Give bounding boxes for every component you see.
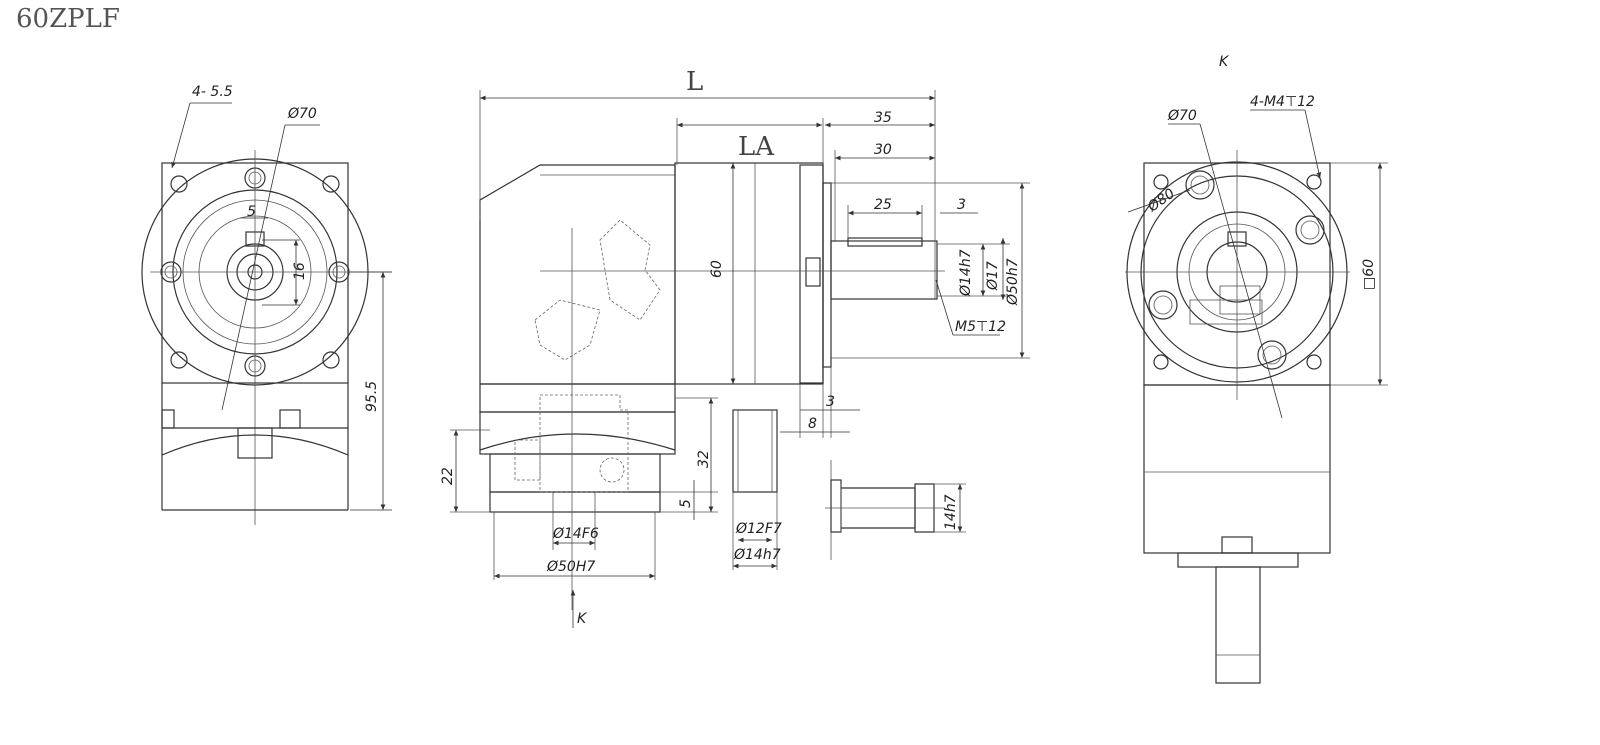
dim-3-top-label: 3 [957,197,966,213]
dia70-label-left: Ø70 [287,106,317,122]
dia17-label: Ø17 [985,261,1001,291]
key-height-label: 16 [292,262,308,280]
dim-32-label: 32 [696,450,712,468]
dia12f7-label: Ø12F7 [735,521,782,537]
dia50h7-label: Ø50h7 [1005,258,1021,306]
length-LA-label: LA [738,132,775,162]
dia80-label: Ø80 [1144,186,1178,216]
dia50H7-label: Ø50H7 [546,559,595,575]
dim-60-label: 60 [709,260,725,278]
k-view: K 4-M4⊤12 Ø70 Ø80 □60 [1125,54,1388,684]
view-k-bottom-label: K [577,611,588,627]
side-view: L LA 35 30 25 3 60 Ø14h7 Ø17 Ø50h7 M5⊤12… [440,67,1030,628]
dim-8-label: 8 [808,416,817,432]
dia14f6-label: Ø14F6 [552,526,599,542]
dim-5-label: 5 [678,499,694,508]
key-width-label: 5 [247,204,256,220]
shaft-14h7-label: 14h7 [943,494,959,530]
drawing-title: 60ZPLF [16,4,120,34]
height-95-label: 95.5 [364,381,380,412]
m5-thread-label: M5⊤12 [955,319,1006,335]
dia14h7-label: Ø14h7 [958,249,974,297]
square-60-label: □60 [1361,259,1377,290]
dim-3-bottom-label: 3 [826,394,835,410]
view-k-top-label: K [1219,54,1230,70]
length-L-label: L [686,67,703,97]
dia14h7-sleeve-label: Ø14h7 [733,547,781,563]
holes-label: 4- 5.5 [192,84,233,100]
dim-35-label: 35 [874,110,892,126]
dim-30-label: 30 [874,142,892,158]
dim-22-label: 22 [440,467,456,485]
m4-thread-label: 4-M4⊤12 [1250,94,1315,110]
dim-25-label: 25 [874,197,892,213]
detail-parts: Ø12F7 Ø14h7 14h7 [732,409,966,570]
front-view: 4- 5.5 Ø70 5 16 95.5 [141,84,392,525]
dia70-label-right: Ø70 [1167,108,1197,124]
